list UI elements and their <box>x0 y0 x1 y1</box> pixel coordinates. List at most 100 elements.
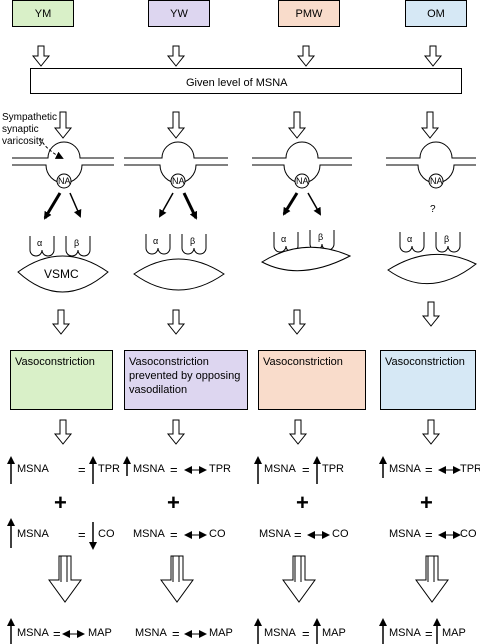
msna-label: MSNA <box>264 627 296 639</box>
outcome-box-yw: Vasoconstriction prevented by opposing v… <box>124 350 248 410</box>
varicosity-label: Sympathetic synaptic varicosity <box>2 112 58 147</box>
equals-sign: = <box>302 462 310 477</box>
hollow-arrow-icon <box>287 111 307 139</box>
msna-label: MSNA <box>389 627 421 639</box>
group-label-pmw: PMW <box>295 8 323 20</box>
hollow-arrow-icon <box>166 45 186 67</box>
msna-label: MSNA <box>17 528 49 540</box>
alpha-label-ym: α <box>37 238 43 248</box>
hollow-arrow-icon <box>296 45 316 67</box>
group-box-om: OM <box>405 0 467 27</box>
double-arrow-icon <box>160 555 194 603</box>
na-label-ym: NA <box>58 176 71 186</box>
msna-label: MSNA <box>133 528 165 540</box>
hollow-arrow-icon <box>288 419 308 445</box>
msna-label: MSNA <box>389 463 421 475</box>
equals-sign: = <box>172 626 180 641</box>
map-label: MAP <box>209 627 233 639</box>
msna-label: MSNA <box>259 528 291 540</box>
hollow-arrow-icon <box>166 309 186 335</box>
map-label: MAP <box>322 627 346 639</box>
co-label: CO <box>209 528 226 540</box>
hollow-arrow-icon <box>53 111 73 139</box>
beta-label-ym: β <box>74 238 80 248</box>
hollow-arrow-icon <box>287 309 307 335</box>
hollow-arrow-icon <box>166 111 186 139</box>
co-label: CO <box>460 528 477 540</box>
msna-label: MSNA <box>17 463 49 475</box>
outcome-text-yw: Vasoconstriction prevented by opposing v… <box>129 356 241 396</box>
plus-sign: + <box>54 490 67 515</box>
om-unknown-mark: ? <box>430 204 436 215</box>
beta-label-yw: β <box>190 236 196 246</box>
outcome-box-om: Vasoconstriction <box>380 350 476 410</box>
equals-sign: = <box>78 527 86 542</box>
beta-label-om: β <box>444 234 450 244</box>
alpha-label-om: α <box>407 234 413 244</box>
outcome-text-ym: Vasoconstriction <box>15 356 95 368</box>
na-label-pmw: NA <box>296 176 309 186</box>
vsmc-cell-ym <box>17 236 109 293</box>
equals-sign: = <box>53 626 61 641</box>
varicosity-ym <box>12 141 114 189</box>
double-arrow-icon <box>48 555 82 603</box>
vsmc-cell-yw <box>133 234 225 291</box>
msna-level-box <box>30 68 462 94</box>
map-label: MAP <box>442 627 466 639</box>
group-box-yw: YW <box>148 0 210 27</box>
hollow-arrow-icon <box>31 45 51 67</box>
group-label-om: OM <box>427 8 445 20</box>
na-label-yw: NA <box>172 176 185 186</box>
vsmc-cell-om <box>387 232 477 285</box>
equals-sign: = <box>170 462 178 477</box>
plus-sign: + <box>420 490 433 515</box>
msna-label: MSNA <box>135 627 167 639</box>
outcome-box-pmw: Vasoconstriction <box>258 350 366 410</box>
varicosity-yw <box>124 141 228 189</box>
varicosity-om <box>386 141 476 189</box>
tpr-label: TPR <box>209 463 231 475</box>
outcome-text-om: Vasoconstriction <box>385 356 465 368</box>
equals-sign: = <box>294 527 302 542</box>
alpha-label-pmw: α <box>281 234 287 244</box>
vsmc-cell-pmw <box>260 230 352 272</box>
equals-sign: = <box>425 527 433 542</box>
plus-sign: + <box>167 490 180 515</box>
plus-sign: + <box>296 490 309 515</box>
tpr-label: TPR <box>322 463 344 475</box>
group-box-pmw: PMW <box>278 0 340 27</box>
msna-label: MSNA <box>389 528 421 540</box>
outcome-text-pmw: Vasoconstriction <box>263 356 343 368</box>
hollow-arrow-icon <box>53 419 73 445</box>
hollow-arrow-icon <box>423 45 443 67</box>
equals-sign: = <box>170 527 178 542</box>
hollow-arrow-icon <box>421 301 441 327</box>
hollow-arrow-icon <box>51 309 71 335</box>
alpha-label-yw: α <box>153 236 159 246</box>
tpr-label: TPR <box>98 463 120 475</box>
beta-label-pmw: β <box>318 232 324 242</box>
hollow-arrow-icon <box>420 111 440 139</box>
co-label: CO <box>332 528 349 540</box>
msna-label: MSNA <box>17 627 49 639</box>
hollow-arrow-icon <box>166 419 186 445</box>
double-arrow-icon <box>415 555 449 603</box>
group-label-ym: YM <box>34 8 52 20</box>
equals-sign: = <box>302 626 310 641</box>
varicosity-pmw <box>252 141 352 189</box>
vsmc-label: VSMC <box>44 267 79 281</box>
co-label: CO <box>98 528 115 540</box>
na-label-om: NA <box>430 176 443 186</box>
msna-level-label: Given level of MSNA <box>186 77 288 89</box>
tpr-label: TPR <box>460 463 480 475</box>
map-label: MAP <box>88 627 112 639</box>
equals-sign: = <box>425 462 433 477</box>
group-label-yw: YW <box>170 8 188 20</box>
msna-label: MSNA <box>133 463 165 475</box>
outcome-box-ym: Vasoconstriction <box>10 350 113 410</box>
equals-sign: = <box>425 626 433 641</box>
equals-sign: = <box>78 462 86 477</box>
hollow-arrow-icon <box>421 419 441 445</box>
